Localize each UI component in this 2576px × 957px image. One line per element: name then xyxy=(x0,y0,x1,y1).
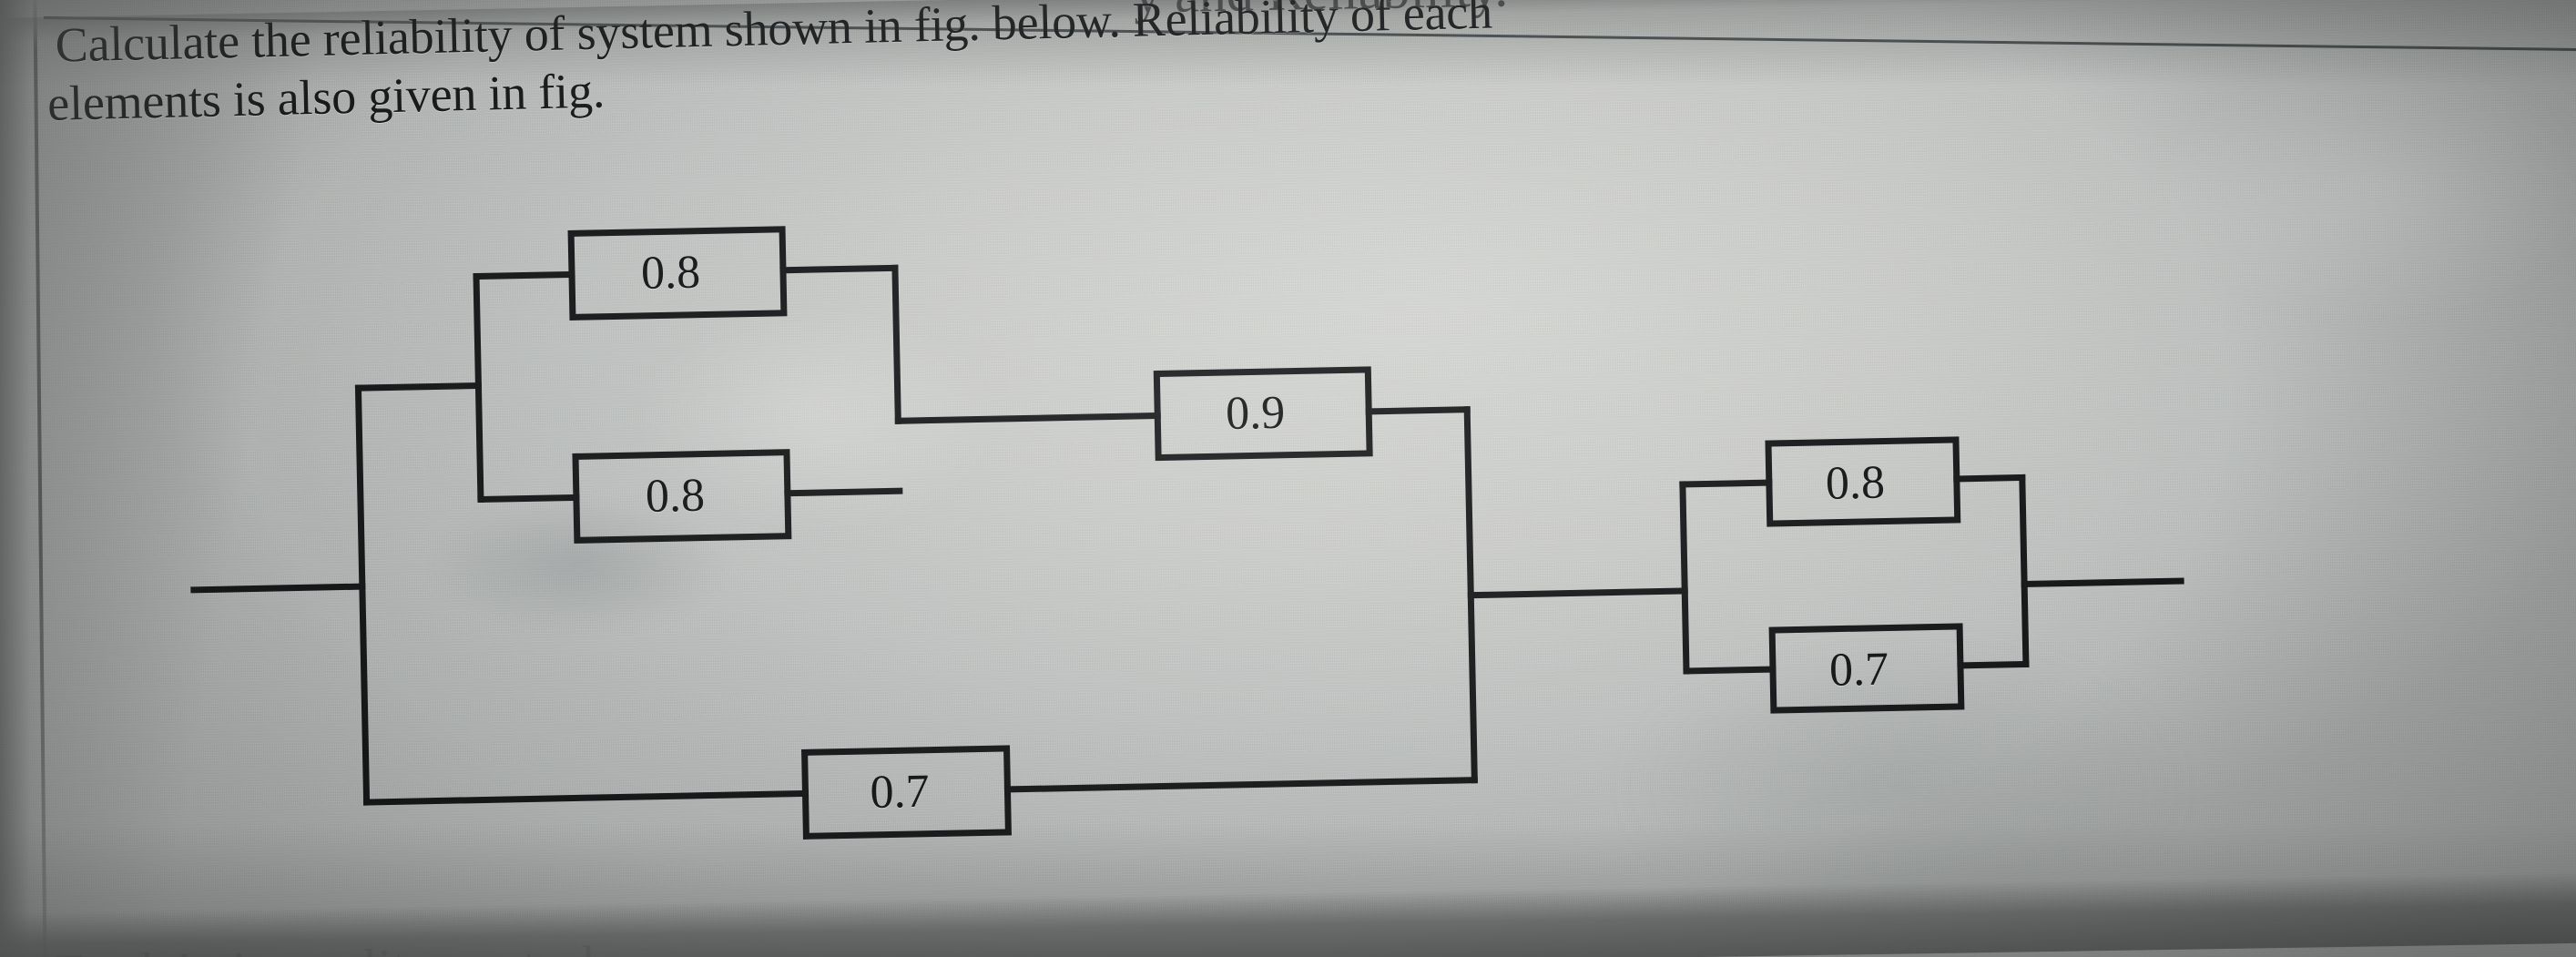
left-gutter-shadow xyxy=(0,0,44,957)
